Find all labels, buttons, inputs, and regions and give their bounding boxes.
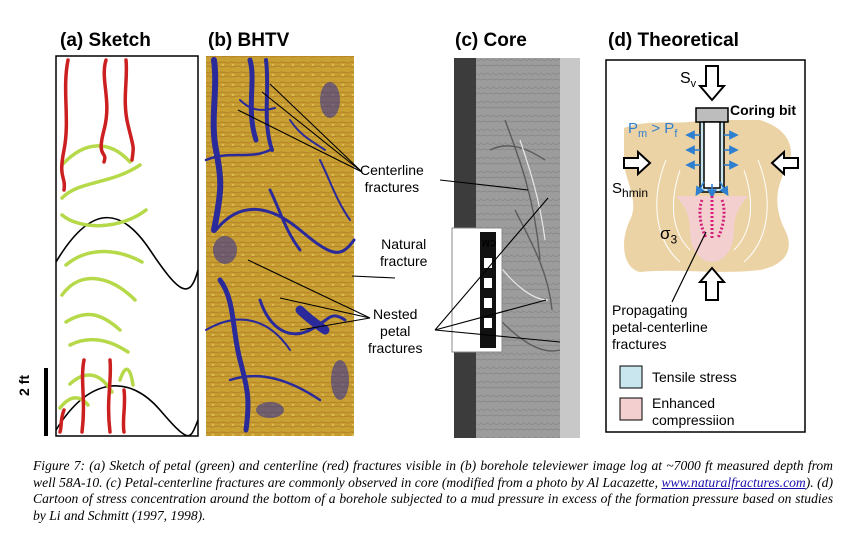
panel-d-title: Theoretical bbox=[637, 30, 739, 51]
panel-b-label: (b) BHTV bbox=[208, 30, 289, 52]
centerline-line1: Centerline bbox=[360, 162, 424, 178]
scale-bar-label: 2 ft bbox=[16, 375, 32, 396]
figure-caption: Figure 7: (a) Sketch of petal (green) an… bbox=[33, 458, 833, 524]
panel-c-letter: (c) bbox=[455, 30, 479, 51]
panel-d-label: (d) Theoretical bbox=[608, 30, 739, 52]
legend-compression: Enhanced compressiion bbox=[652, 395, 734, 429]
nested-line1: Nested bbox=[373, 306, 418, 322]
panel-a-label: (a) Sketch bbox=[60, 30, 151, 52]
caption-part2: ). (d) Cartoon of stress concentration a… bbox=[33, 474, 833, 523]
panel-c-label: (c) Core bbox=[455, 30, 527, 52]
propagating-label: Propagating petal-centerline fractures bbox=[612, 302, 708, 353]
propagating-line2: petal-centerline bbox=[612, 319, 708, 335]
propagating-line3: fractures bbox=[612, 336, 667, 352]
shmin-subscript: hmin bbox=[622, 186, 649, 200]
natural-annotation: Natural fracture bbox=[380, 236, 427, 270]
shmin-symbol: S bbox=[612, 180, 623, 197]
legend-tensile: Tensile stress bbox=[652, 369, 737, 385]
propagating-line1: Propagating bbox=[612, 302, 688, 318]
panel-a-title: Sketch bbox=[88, 30, 151, 51]
sv-label: Sv bbox=[680, 70, 696, 90]
sigma-symbol: σ bbox=[660, 224, 671, 243]
panel-b-letter: (b) bbox=[208, 30, 233, 51]
sv-subscript: v bbox=[690, 78, 697, 91]
panel-d-letter: (d) bbox=[608, 30, 633, 51]
pf-symbol: P bbox=[664, 120, 675, 137]
mud-pressure-label: Pm > Pf bbox=[628, 120, 677, 140]
sv-symbol: S bbox=[680, 70, 691, 87]
natural-line2: fracture bbox=[380, 253, 428, 269]
bhtv-image bbox=[204, 56, 356, 436]
centerline-line2: fractures bbox=[364, 179, 420, 195]
nested-line3: fractures bbox=[368, 340, 423, 356]
centerline-annotation: Centerline fractures bbox=[360, 162, 424, 196]
nested-annotation: Nested petal fractures bbox=[368, 306, 422, 357]
core-photo bbox=[451, 58, 580, 438]
pm-symbol: P bbox=[628, 120, 639, 137]
coring-bit-label: Coring bit bbox=[730, 102, 797, 118]
leader-lines bbox=[237, 83, 561, 343]
caption-link[interactable]: www.naturalfractures.com bbox=[661, 474, 806, 490]
natural-line1: Natural bbox=[381, 236, 427, 252]
pf-subscript: f bbox=[674, 128, 678, 140]
panel-a-letter: (a) bbox=[60, 30, 84, 51]
nested-line2: petal bbox=[380, 323, 411, 339]
shmin-label: Shmin bbox=[612, 180, 648, 200]
gt-symbol: > bbox=[651, 120, 661, 137]
panel-c-title: Core bbox=[483, 30, 527, 51]
legend-compression-line1: Enhanced bbox=[652, 395, 716, 411]
sigma-subscript: 3 bbox=[670, 232, 678, 247]
theoretical-panel bbox=[605, 59, 806, 433]
panel-b-title: BHTV bbox=[237, 30, 290, 51]
caption-part1: Figure 7: (a) Sketch of petal (green) an… bbox=[33, 458, 833, 490]
sketch-panel bbox=[55, 55, 199, 437]
legend-compression-line2: compressiion bbox=[652, 412, 735, 428]
ruler-label: CM bbox=[482, 238, 496, 248]
sigma3-label: σ3 bbox=[660, 224, 677, 246]
pm-subscript: m bbox=[638, 128, 648, 140]
